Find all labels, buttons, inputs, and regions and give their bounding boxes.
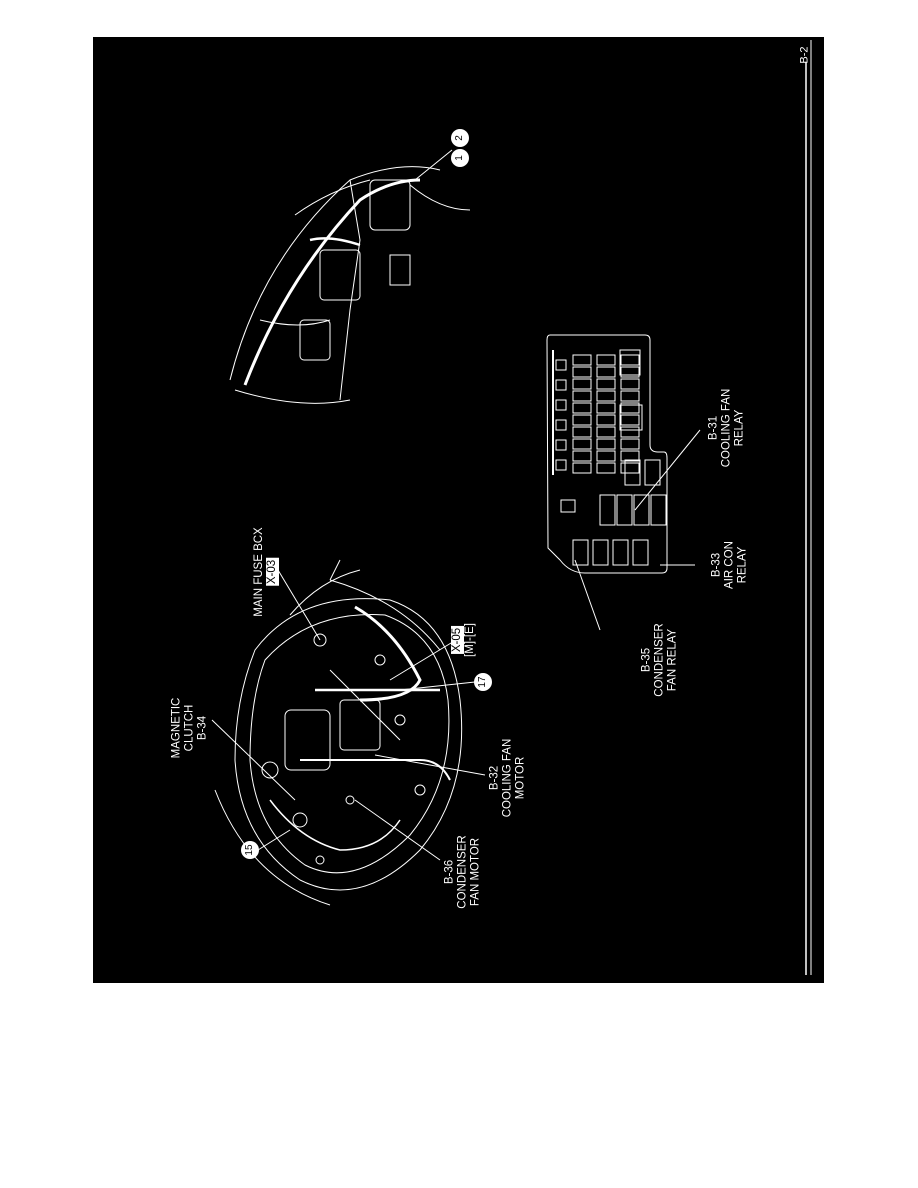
circle-marker-2: 2 [451, 129, 469, 147]
relay-cell [650, 494, 667, 526]
fuse-cell [620, 438, 640, 450]
label-line: CLUTCH [183, 704, 196, 752]
condenser-fan-motor-label: B-36 CONDENSER FAN MOTOR [444, 835, 483, 908]
label-line: CONDENSER [653, 623, 666, 697]
dashboard-drawing [229, 149, 471, 404]
fuse-cell [572, 402, 592, 414]
main-fuse-box-label: MAIN FUSE BCX X-03 [253, 527, 279, 617]
fuse-cell [555, 359, 567, 371]
fuse-cell [620, 354, 640, 366]
circle-marker-15: 15 [241, 841, 259, 859]
fuse-cell [555, 439, 567, 451]
fuse-cell [572, 354, 592, 366]
fuse-cell [555, 419, 567, 431]
fuse-cell [620, 366, 640, 378]
leader-lines [211, 569, 486, 861]
label-line: MAIN FUSE BCX [253, 527, 265, 617]
fuse-cell [596, 390, 616, 402]
fuse-cell [619, 404, 643, 431]
fuse-box-drawing [546, 334, 701, 631]
label-line: CONDENSER [456, 835, 469, 909]
label-line: MAGNETIC [170, 697, 183, 759]
fuse-cell [596, 426, 616, 438]
cooling-fan-relay-label: B-31 COOLING FAN RELAY [708, 389, 747, 468]
circle-marker-17: 17 [474, 673, 492, 691]
label-line: COOLING FAN [501, 738, 514, 818]
relay-cell [633, 494, 650, 526]
label-line: [M]-[E] [464, 623, 476, 657]
fuse-cell [620, 450, 640, 462]
label-line: RELAY [733, 409, 746, 447]
engine-bay-drawing [214, 559, 463, 906]
connector-code: X-05 [451, 625, 464, 655]
fuse-cell [596, 438, 616, 450]
relay-cell [616, 494, 633, 526]
label-line: B-33 [710, 552, 723, 578]
relay-cell [599, 494, 616, 526]
label-line: COOLING FAN [720, 388, 733, 468]
relay-cell [612, 539, 629, 566]
page-id: B-2 [798, 46, 811, 64]
label-line: B-35 [640, 647, 653, 673]
connector-x05-label: X-05 [M]-[E] [451, 623, 477, 657]
fuse-cell [596, 378, 616, 390]
label-line: B-36 [443, 859, 456, 885]
label-line: MOTOR [514, 756, 527, 800]
fuse-cell [596, 462, 616, 474]
fuse-cell [555, 459, 567, 471]
magnetic-clutch-label: MAGNETIC CLUTCH B-34 [171, 698, 210, 759]
circle-marker-1: 1 [451, 149, 469, 167]
fuse-cell [560, 499, 576, 513]
fuse-cell [555, 379, 567, 391]
relay-cell [624, 459, 641, 486]
fuse-cell [596, 450, 616, 462]
relay-cell [572, 539, 589, 566]
relay-cell [644, 459, 661, 486]
fuse-cell [620, 426, 640, 438]
fuse-cell [596, 414, 616, 426]
fuse-cell [620, 390, 640, 402]
air-con-relay-label: B-33 AIR CON RELAY [711, 541, 750, 589]
fuse-cell [572, 414, 592, 426]
label-line: B-31 [707, 415, 720, 441]
fuse-cell [620, 414, 640, 426]
label-line: B-34 [196, 715, 209, 741]
label-line: FAN MOTOR [469, 837, 482, 907]
fuse-cell [596, 354, 616, 366]
fuse-cell [572, 378, 592, 390]
label-line: AIR CON [723, 541, 736, 589]
fuse-cell [596, 402, 616, 414]
fuse-cell [619, 349, 641, 376]
fuse-cell [555, 399, 567, 411]
diagram-panel [93, 37, 824, 983]
page-border-lines [805, 40, 812, 975]
connector-code: X-03 [266, 557, 279, 587]
fuse-cell [572, 390, 592, 402]
label-line: B-32 [488, 765, 501, 791]
cooling-fan-motor-label: B-32 COOLING FAN MOTOR [489, 739, 528, 818]
fuse-cell [572, 366, 592, 378]
label-line: FAN RELAY [666, 628, 679, 692]
fuse-cell [572, 462, 592, 474]
fuse-cell [572, 426, 592, 438]
condenser-fan-relay-label: B-35 CONDENSER FAN RELAY [641, 623, 680, 696]
relay-cell [632, 539, 649, 566]
fuse-cell [620, 462, 640, 474]
fuse-cell [572, 450, 592, 462]
relay-cell [592, 539, 609, 566]
fuse-cell [572, 438, 592, 450]
fuse-cell [620, 378, 640, 390]
fuse-cell [596, 366, 616, 378]
fuse-cell [620, 402, 640, 414]
label-line: RELAY [736, 546, 749, 584]
